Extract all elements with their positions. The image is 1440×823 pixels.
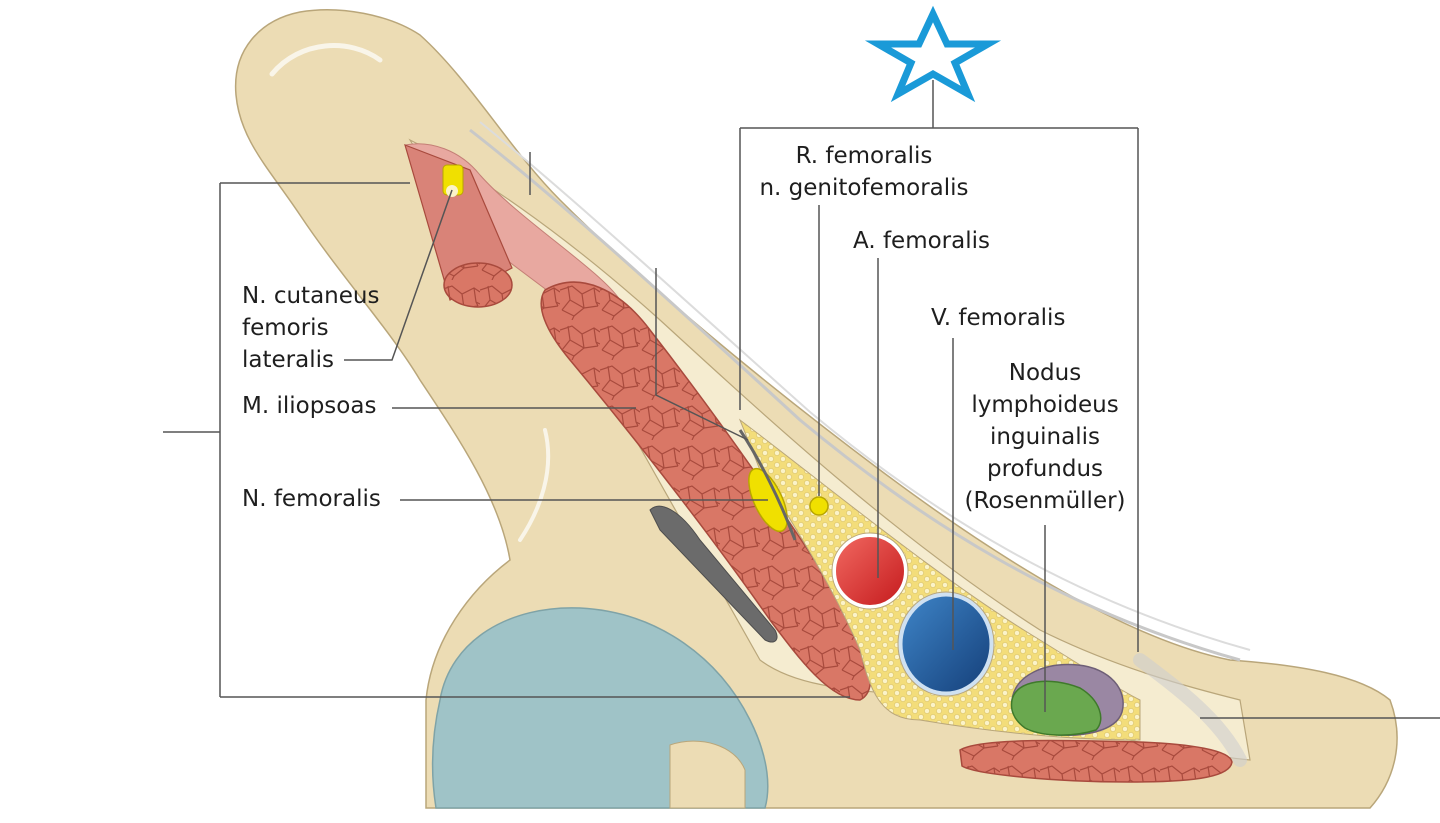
lower-muscle (959, 739, 1233, 783)
label-v-femoralis: V. femoralis (931, 305, 1066, 331)
label-a-femoralis: A. femoralis (853, 228, 990, 254)
label-nodus: Nodus lymphoideus inguinalis profundus (… (964, 360, 1126, 514)
artery-femoralis (832, 533, 908, 609)
vein-femoralis (897, 591, 995, 697)
nerve-r-femoralis (809, 496, 829, 516)
leader-lines (163, 80, 1440, 719)
label-m-iliopsoas: M. iliopsoas (242, 393, 377, 419)
lateral-muscle (404, 144, 513, 301)
fascia-band (408, 138, 1251, 761)
bone (234, 9, 1398, 809)
star-outline-icon (864, 5, 1002, 103)
fat-compartment (738, 418, 1141, 741)
label-r-femoralis: R. femoralis n. genitofemoralis (759, 143, 969, 201)
label-n-cutaneus: N. cutaneus femoris lateralis (242, 283, 380, 373)
iliopsoas-muscle (540, 281, 872, 701)
label-n-femoralis: N. femoralis (242, 486, 381, 512)
